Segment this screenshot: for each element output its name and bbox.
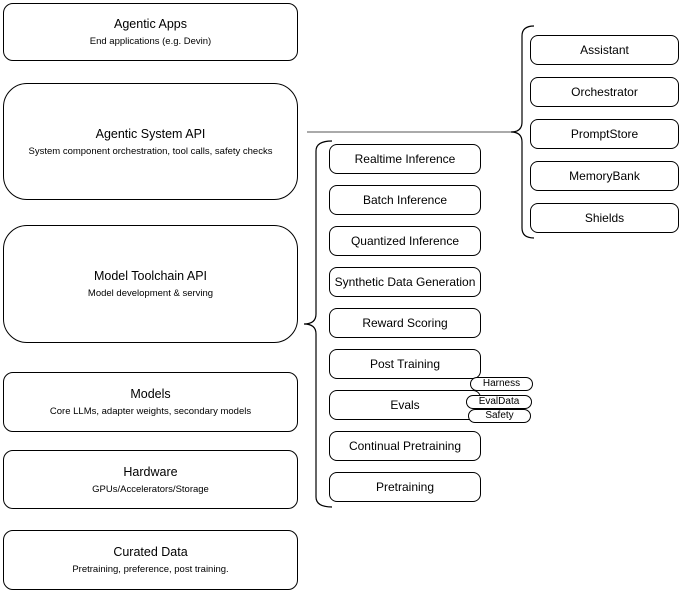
node-reward-scoring[interactable]: Reward Scoring bbox=[329, 308, 481, 338]
node-agentic-apps[interactable]: Agentic Apps End applications (e.g. Devi… bbox=[3, 3, 298, 61]
tag-label: EvalData bbox=[478, 396, 520, 407]
node-title: Models bbox=[130, 387, 171, 401]
node-subtitle: Pretraining, preference, post training. bbox=[72, 564, 229, 575]
node-evals[interactable]: Evals bbox=[329, 390, 481, 420]
node-label: Batch Inference bbox=[362, 193, 448, 207]
node-title: Agentic Apps bbox=[114, 17, 187, 31]
node-label: Reward Scoring bbox=[362, 316, 448, 330]
node-quantized-inference[interactable]: Quantized Inference bbox=[329, 226, 481, 256]
node-subtitle: Core LLMs, adapter weights, secondary mo… bbox=[49, 406, 252, 417]
node-subtitle: GPUs/Accelerators/Storage bbox=[92, 483, 209, 495]
node-title: Model Toolchain API bbox=[93, 269, 208, 283]
node-memorybank[interactable]: MemoryBank bbox=[530, 161, 679, 191]
node-shields[interactable]: Shields bbox=[530, 203, 679, 233]
node-post-training[interactable]: Post Training bbox=[329, 349, 481, 379]
tag-label: Harness bbox=[482, 378, 521, 389]
node-label: Orchestrator bbox=[571, 85, 638, 99]
node-orchestrator[interactable]: Orchestrator bbox=[530, 77, 679, 107]
node-synthetic-data-generation[interactable]: Synthetic Data Generation bbox=[329, 267, 481, 297]
node-label: Pretraining bbox=[375, 480, 435, 494]
node-label: MemoryBank bbox=[569, 169, 640, 183]
node-realtime-inference[interactable]: Realtime Inference bbox=[329, 144, 481, 174]
node-agentic-system-api[interactable]: Agentic System API System component orch… bbox=[3, 83, 298, 200]
tag-label: Safety bbox=[485, 410, 514, 421]
node-subtitle: End applications (e.g. Devin) bbox=[89, 36, 212, 47]
node-label: Continual Pretraining bbox=[348, 439, 462, 453]
node-label: Realtime Inference bbox=[354, 152, 456, 166]
tag-harness[interactable]: Harness bbox=[470, 377, 533, 391]
node-label: Synthetic Data Generation bbox=[334, 275, 476, 289]
node-title: Agentic System API bbox=[95, 126, 206, 141]
node-label: Assistant bbox=[580, 43, 629, 57]
node-model-toolchain-api[interactable]: Model Toolchain API Model development & … bbox=[3, 225, 298, 343]
node-pretraining[interactable]: Pretraining bbox=[329, 472, 481, 502]
tag-safety[interactable]: Safety bbox=[468, 409, 531, 423]
node-continual-pretraining[interactable]: Continual Pretraining bbox=[329, 431, 481, 461]
node-curated-data[interactable]: Curated Data Pretraining, preference, po… bbox=[3, 530, 298, 590]
node-promptstore[interactable]: PromptStore bbox=[530, 119, 679, 149]
node-subtitle: Model development & serving bbox=[87, 288, 214, 299]
node-batch-inference[interactable]: Batch Inference bbox=[329, 185, 481, 215]
node-hardware[interactable]: Hardware GPUs/Accelerators/Storage bbox=[3, 450, 298, 509]
node-label: Post Training bbox=[369, 357, 441, 371]
node-title: Hardware bbox=[123, 464, 178, 479]
system-components-bracket bbox=[510, 25, 535, 239]
node-subtitle: System component orchestration, tool cal… bbox=[28, 145, 273, 157]
node-label: PromptStore bbox=[570, 127, 639, 141]
toolchain-bracket bbox=[303, 140, 333, 508]
tag-evaldata[interactable]: EvalData bbox=[466, 395, 532, 409]
node-label: Evals bbox=[390, 398, 420, 412]
node-label: Quantized Inference bbox=[350, 234, 460, 248]
node-assistant[interactable]: Assistant bbox=[530, 35, 679, 65]
node-label: Shields bbox=[584, 211, 625, 225]
node-models[interactable]: Models Core LLMs, adapter weights, secon… bbox=[3, 372, 298, 432]
node-title: Curated Data bbox=[113, 545, 188, 559]
